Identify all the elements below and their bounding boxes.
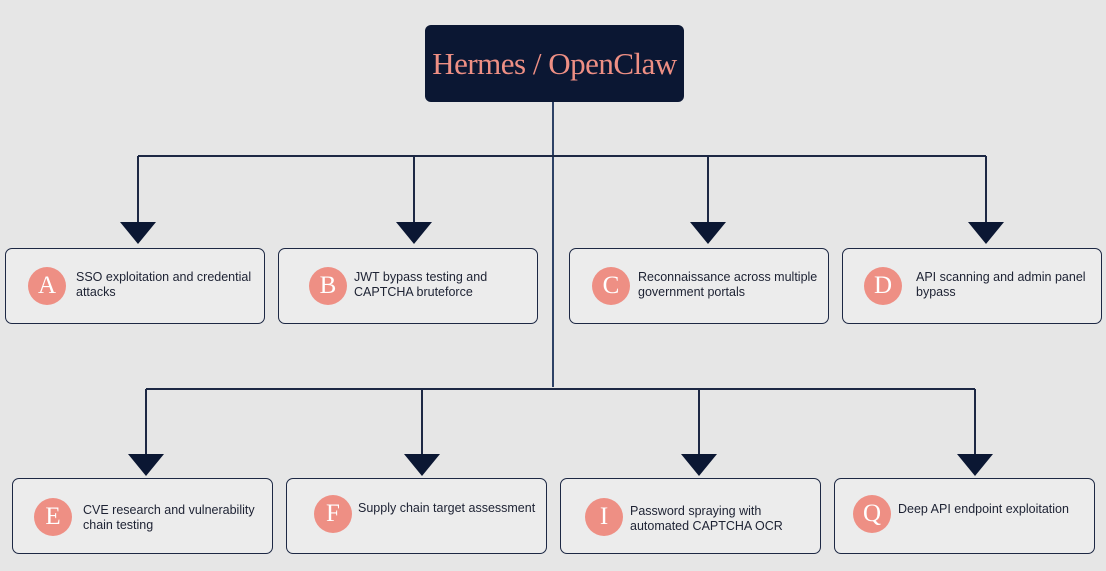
node-b: B JWT bypass testing and CAPTCHA brutefo… <box>278 248 538 324</box>
node-d: D API scanning and admin panel bypass <box>842 248 1102 324</box>
root-title: Hermes / OpenClaw <box>432 45 677 81</box>
node-q-badge: Q <box>853 495 891 533</box>
node-d-badge: D <box>864 267 902 305</box>
node-e: E CVE research and vulnerability chain t… <box>12 478 273 554</box>
node-i: I Password spraying with automated CAPTC… <box>560 478 821 554</box>
arrow-f-icon <box>404 454 440 476</box>
arrow-a-icon <box>120 222 156 244</box>
node-e-text: CVE research and vulnerability chain tes… <box>83 503 255 532</box>
node-a-text: SSO exploitation and credential attacks <box>76 270 252 299</box>
node-q-text: Deep API endpoint exploitation <box>898 502 1069 516</box>
node-f-text: Supply chain target assessment <box>358 501 536 515</box>
node-a-badge: A <box>28 267 66 305</box>
arrow-c-icon <box>690 222 726 244</box>
node-i-text: Password spraying with automated CAPTCHA… <box>630 504 783 533</box>
node-c-text: Reconnaissance across multiple governmen… <box>638 270 818 299</box>
node-c: C Reconnaissance across multiple governm… <box>569 248 829 324</box>
node-b-badge: B <box>309 267 347 305</box>
arrow-e-icon <box>128 454 164 476</box>
node-q: Q Deep API endpoint exploitation <box>834 478 1095 554</box>
arrow-d-icon <box>968 222 1004 244</box>
node-d-text: API scanning and admin panel bypass <box>916 270 1086 299</box>
node-b-text: JWT bypass testing and CAPTCHA bruteforc… <box>354 270 488 299</box>
node-i-badge: I <box>585 498 623 536</box>
root-node: Hermes / OpenClaw <box>425 25 684 102</box>
arrow-i-icon <box>681 454 717 476</box>
node-c-badge: C <box>592 267 630 305</box>
node-a: A SSO exploitation and credential attack… <box>5 248 265 324</box>
arrow-b-icon <box>396 222 432 244</box>
node-e-badge: E <box>34 498 72 536</box>
arrow-q-icon <box>957 454 993 476</box>
node-f-badge: F <box>314 495 352 533</box>
node-f: F Supply chain target assessment <box>286 478 547 554</box>
